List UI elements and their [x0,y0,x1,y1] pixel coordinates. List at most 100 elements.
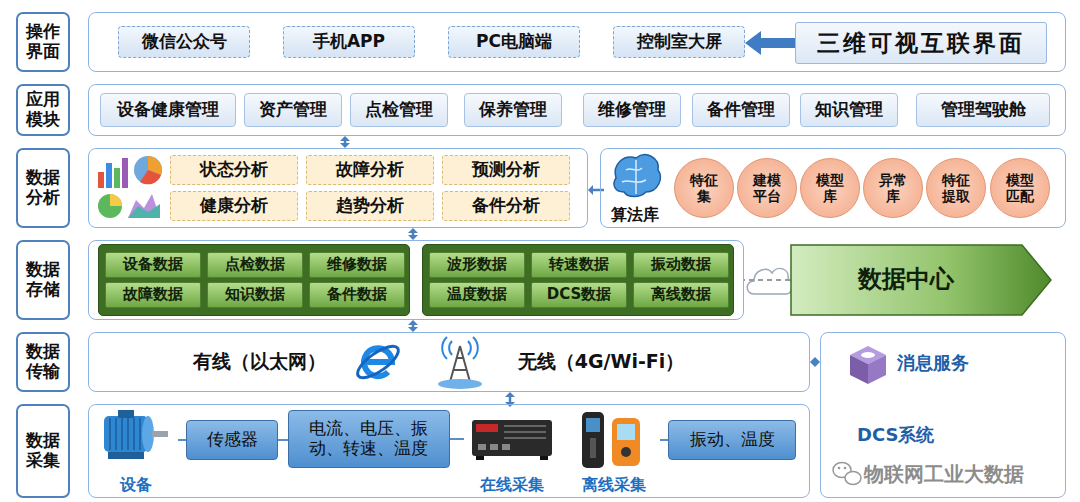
connector [278,439,288,441]
analysis-box: 状态分析 [170,155,298,185]
node-text: 模型匹配 [1005,172,1034,204]
node-text: 备件数据 [327,286,387,303]
tower-icon [450,346,470,382]
node-text: 健康分析 [200,196,268,216]
motor-icon [108,452,144,459]
node-text: 三维可视互联界面 [817,30,1025,56]
node-text: 特征集 [689,172,718,204]
collector-icon [476,456,484,460]
connector [344,141,347,143]
brain-icon [614,155,660,197]
chart-icon [98,172,104,188]
module-box: 设备健康管理 [100,93,236,127]
node-text: 手机APP [313,32,385,52]
node-text: 故障分析 [336,160,404,180]
connector [450,438,464,440]
handheld-icon [621,447,631,457]
node-text: 振动、温度 [690,430,775,450]
connector [744,279,790,281]
connector [178,439,186,441]
layer-panel: 算法库特征集建模平台模型库异常库特征提取模型匹配 [600,148,1066,228]
handheld-icon [586,418,600,432]
node-text: 数据传输 [25,342,61,381]
node-text: 数据分析 [25,168,61,207]
chart-icon [140,170,161,184]
node-text: 数据采集 [25,431,61,470]
handheld-icon [612,418,640,466]
layer-panel: 微信公众号 手机APP PC电脑端 控制室大屏 三维可视互联界面 [88,12,1066,72]
algorithm-circle: 特征集 [674,158,734,218]
chart-icon [98,156,162,218]
chart-icon [114,168,120,188]
node-text: 波形数据 [447,256,507,273]
connector [660,439,668,441]
message-icon [850,346,886,384]
module-box: 保养管理 [464,93,562,127]
node-text: 消息服务 [897,353,969,374]
node-text: DCS系统 [857,425,934,446]
interface-box: 微信公众号 [118,26,250,58]
node-text: 设备数据 [123,256,183,273]
message-icon [850,355,868,384]
data-cell: 知识数据 [207,282,303,308]
collection-box: 电流、电压、振动、转速、温度 [288,410,450,468]
handheld-icon [582,412,640,468]
device-label: 设备 [94,407,178,496]
node-text: 预测分析 [472,160,540,180]
ie-icon [353,341,403,383]
ie-icon [353,341,403,383]
algorithm-circle: 异常库 [863,158,923,218]
node-text: 故障数据 [123,286,183,303]
layer-label: 数据采集 [16,404,70,498]
layer-label: 数据分析 [16,148,70,228]
node-text: 有线（以太网） [193,351,326,373]
node-text: 知识管理 [815,100,883,120]
node-text: 设备健康管理 [117,100,219,120]
data-cell: 波形数据 [429,252,525,278]
node-text: 在线采集 [480,476,544,494]
layer-panel: 有线（以太网） 无线（4G/Wi-Fi） [88,332,810,392]
connector [761,38,795,48]
data-cell: DCS数据 [531,282,627,308]
handheld-icon [617,424,635,440]
node-text: 建模平台 [752,172,781,204]
node-text: 备件管理 [707,100,775,120]
connector [509,397,512,402]
node-text: 振动数据 [651,256,711,273]
node-text: 维修管理 [598,100,666,120]
layer-panel: 设备健康管理资产管理点检管理保养管理维修管理备件管理知识管理管理驾驶舱 [88,84,1066,136]
module-box: 管理驾驶舱 [916,93,1050,127]
node-text: 应用模块 [25,90,61,129]
chart-icon [134,156,162,184]
motor-icon [118,410,134,418]
motor-icon [110,418,140,450]
node-text: PC电脑端 [476,32,552,52]
node-text: DCS数据 [547,286,612,303]
node-text: 温度数据 [447,286,507,303]
collector-icon [540,456,548,460]
message-icon [868,355,886,384]
wechat-icon [844,467,847,470]
algorithm-circle: 模型库 [800,158,860,218]
node-text: 维修数据 [327,256,387,273]
wechat-icon [838,467,841,470]
device-label: 在线采集 [464,407,560,496]
node-text: 无线（4G/Wi-Fi） [518,351,685,373]
node-text: 控制室大屏 [637,32,722,52]
brain-icon [622,160,646,194]
watermark: 物联网工业大数据 [864,461,1024,488]
brain-icon [614,155,660,197]
module-box: 知识管理 [800,93,898,127]
data-cell: 温度数据 [429,282,525,308]
collector-icon [490,444,498,450]
node-text: 传感器 [207,430,258,450]
module-box: 维修管理 [583,93,681,127]
node-text: 电流、电压、振动、转速、温度 [308,419,430,458]
chart-icon [106,163,112,188]
wechat-icon [845,472,861,485]
message-icon [861,352,875,358]
layer-label: 数据传输 [16,332,70,392]
data-grid: 波形数据转速数据振动数据温度数据DCS数据离线数据 [422,244,734,316]
collector-icon [472,420,552,460]
collector-icon [472,420,552,456]
